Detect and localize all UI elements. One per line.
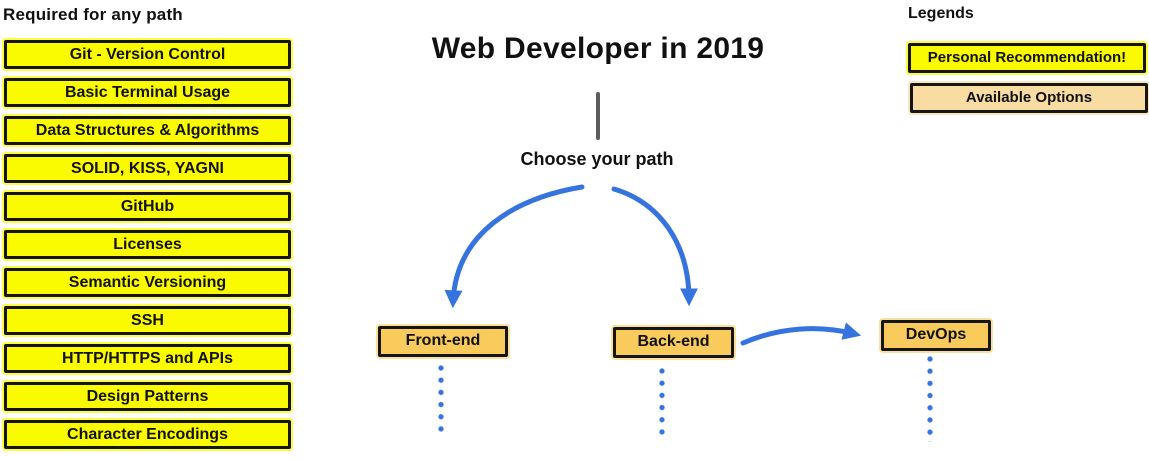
required-item: GitHub	[4, 192, 291, 221]
required-item: SOLID, KISS, YAGNI	[4, 154, 291, 183]
page-title: Web Developer in 2019	[431, 32, 765, 65]
required-section-title: Required for any path	[3, 5, 183, 24]
required-item: Git - Version Control	[4, 40, 291, 69]
legend-personal-recommendation: Personal Recommendation!	[908, 43, 1146, 73]
node-devops: DevOps	[881, 320, 991, 351]
required-list: Git - Version Control Basic Terminal Usa…	[4, 40, 291, 449]
required-item: Semantic Versioning	[4, 268, 291, 297]
dotted-continuation-backend	[659, 368, 665, 438]
required-item: Licenses	[4, 230, 291, 259]
node-front-end: Front-end	[378, 326, 508, 357]
legend-title: Legends	[908, 5, 974, 22]
stem-line	[596, 92, 600, 140]
arrow-backend-to-devops	[740, 322, 862, 346]
dotted-continuation-devops	[927, 356, 933, 442]
required-item: HTTP/HTTPS and APIs	[4, 344, 291, 373]
required-item: Data Structures & Algorithms	[4, 116, 291, 145]
arrow-choose-to-backend	[611, 186, 698, 307]
choose-your-path-label: Choose your path	[520, 149, 674, 169]
required-item: SSH	[4, 306, 291, 335]
node-back-end: Back-end	[613, 327, 734, 358]
required-item: Basic Terminal Usage	[4, 78, 291, 107]
arrow-choose-to-frontend	[444, 184, 585, 309]
dotted-continuation-frontend	[438, 365, 444, 435]
legend-available-options: Available Options	[910, 83, 1148, 113]
required-item: Character Encodings	[4, 420, 291, 449]
required-item: Design Patterns	[4, 382, 291, 411]
